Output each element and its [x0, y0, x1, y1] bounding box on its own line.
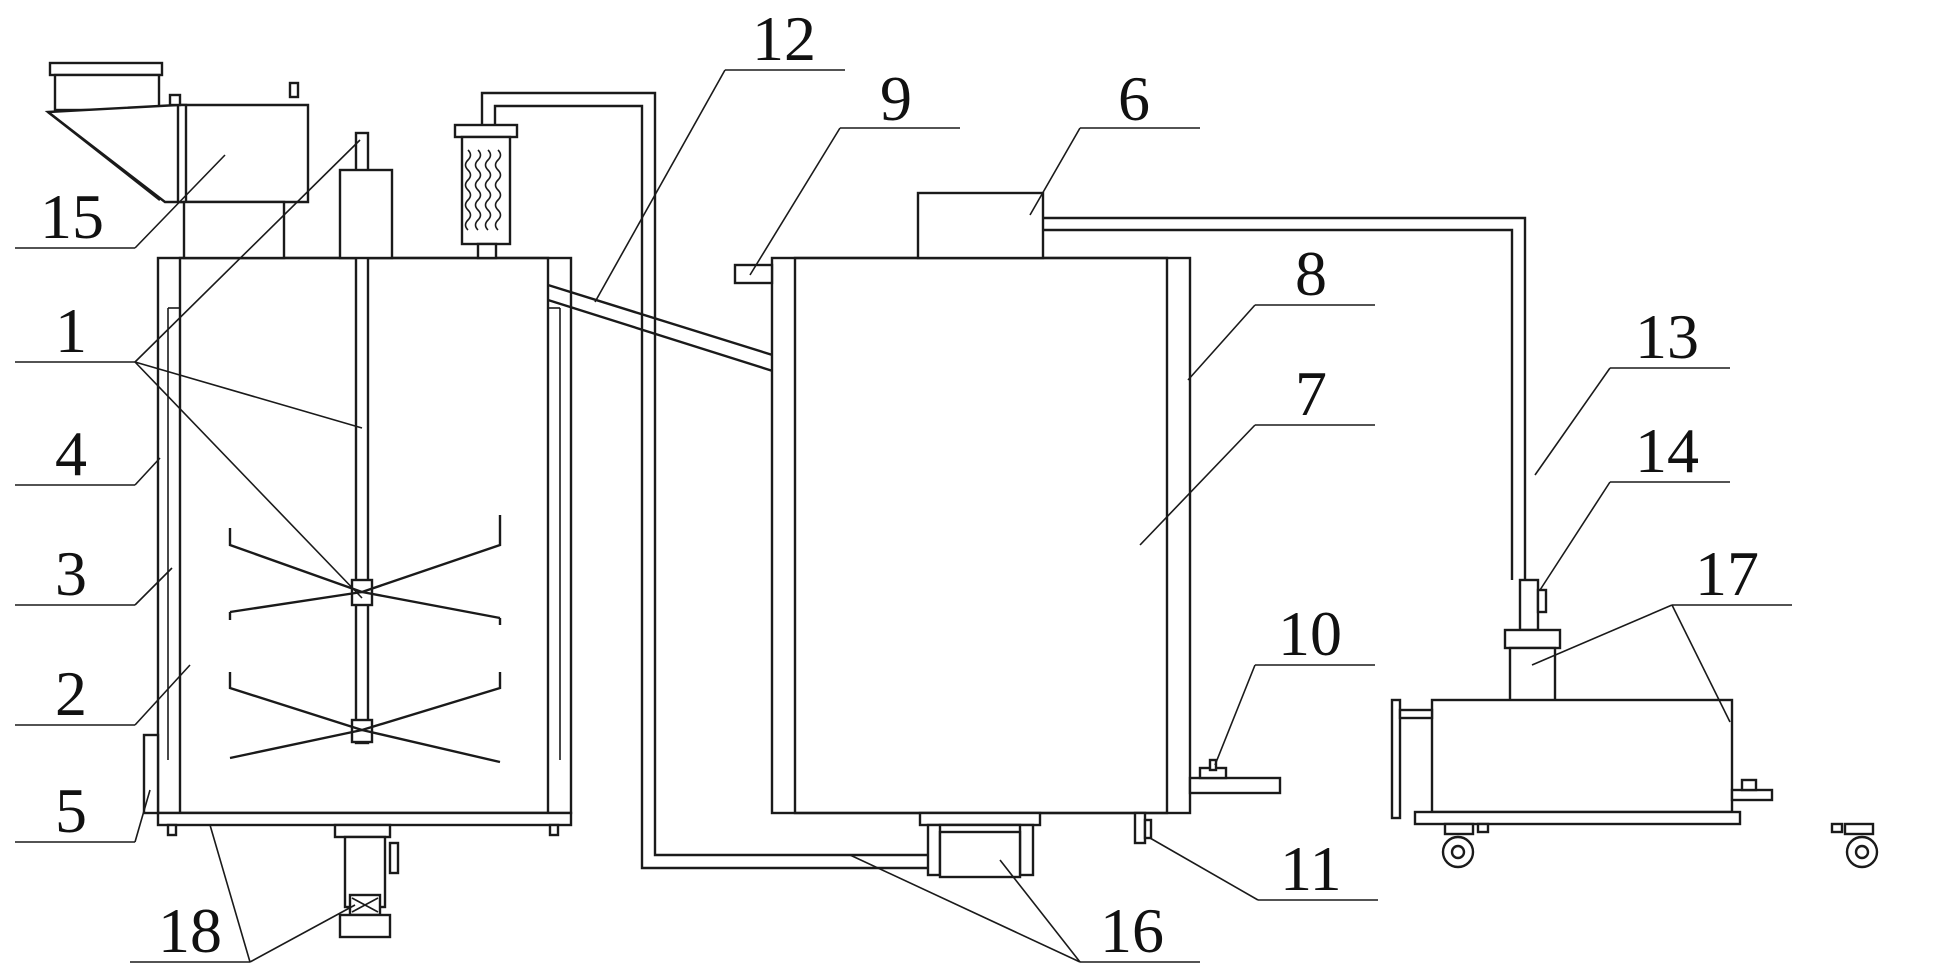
top-pump	[916, 191, 1045, 260]
label-10: 10	[1278, 598, 1342, 669]
hopper-neck	[182, 200, 286, 260]
motor-housing	[338, 168, 394, 260]
label-3: 3	[55, 538, 87, 609]
label-16: 16	[1100, 895, 1164, 966]
label-12: 12	[752, 3, 816, 74]
mixing-tank	[142, 131, 573, 939]
label-18: 18	[158, 895, 222, 966]
cart-tank-neck	[1508, 646, 1557, 705]
feed-hopper	[44, 61, 310, 260]
label-11: 11	[1280, 833, 1342, 904]
label-9: 9	[880, 63, 912, 134]
label-4: 4	[55, 418, 87, 489]
outlet-filter	[338, 913, 392, 939]
label-14: 14	[1635, 415, 1699, 486]
side-shelf	[1188, 776, 1282, 795]
settling-tank-jacket	[770, 256, 1192, 815]
inlet-port	[733, 263, 774, 285]
leader-lines	[15, 69, 1792, 963]
label-6: 6	[1118, 63, 1150, 134]
label-15: 15	[40, 181, 104, 252]
drain-valve	[142, 733, 160, 815]
cart-platform	[1413, 810, 1742, 826]
tank-base-plate	[156, 811, 573, 827]
label-7: 7	[1295, 358, 1327, 429]
label-17: 17	[1695, 538, 1759, 609]
settling-tank	[733, 191, 1282, 879]
transfer-pipe	[547, 283, 796, 380]
label-1: 1	[55, 295, 87, 366]
delivery-pipe	[1043, 216, 1548, 632]
mobile-cart	[1390, 628, 1879, 869]
part-labels: 1 2 3 4 5 6 7 8 9 10 11 12 13 14 15 16 1…	[40, 3, 1759, 966]
label-8: 8	[1295, 238, 1327, 309]
vent-filter	[453, 123, 519, 260]
label-2: 2	[55, 658, 87, 729]
label-5: 5	[55, 775, 87, 846]
label-13: 13	[1635, 301, 1699, 372]
cart-handle	[1390, 698, 1402, 820]
discharge-valve	[1133, 811, 1147, 845]
return-pipe	[480, 91, 928, 870]
cart-tank	[1430, 698, 1734, 814]
